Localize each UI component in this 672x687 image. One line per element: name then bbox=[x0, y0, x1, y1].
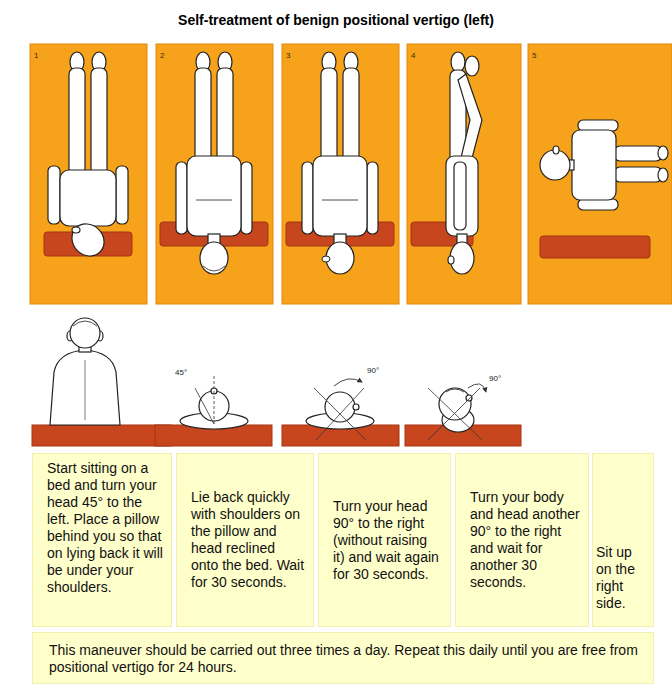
step-panel: 4 bbox=[407, 44, 521, 304]
angle-label: 90° bbox=[488, 374, 502, 383]
step-number: 5 bbox=[528, 49, 536, 60]
angle-label: 90° bbox=[366, 366, 380, 375]
instruction-text: This maneuver should be carried out thre… bbox=[49, 642, 641, 676]
angle-label: 45° bbox=[174, 368, 188, 377]
step-panel: 3 bbox=[282, 44, 399, 304]
page-title: Self-treatment of benign positional vert… bbox=[0, 12, 672, 29]
step-panel: 5 bbox=[528, 44, 672, 304]
instruction-text: Lie back quickly with shoulders on the p… bbox=[191, 489, 305, 591]
step-number: 4 bbox=[407, 49, 415, 60]
instruction-box: Turn your head 90° to the right (without… bbox=[318, 453, 451, 627]
step-panel: 1 bbox=[30, 44, 147, 304]
instruction-text: Turn your body and head another 90° to t… bbox=[470, 489, 580, 591]
instruction-box: Lie back quickly with shoulders on the p… bbox=[176, 453, 314, 627]
instruction-text: Turn your head 90° to the right (without… bbox=[333, 498, 442, 583]
instruction-box: Start sitting on a bed and turn your hea… bbox=[32, 453, 172, 627]
note-box: This maneuver should be carried out thre… bbox=[32, 632, 654, 684]
instruction-box: Turn your body and head another 90° to t… bbox=[455, 453, 589, 627]
step-number: 3 bbox=[282, 49, 290, 60]
instruction-text: Sit up on the right side. bbox=[596, 544, 651, 612]
instruction-text: Start sitting on a bed and turn your hea… bbox=[47, 460, 163, 596]
step-number: 1 bbox=[30, 49, 38, 60]
instruction-box: Sit up on the right side. bbox=[592, 453, 654, 627]
step-number: 2 bbox=[156, 49, 164, 60]
step-panel: 2 bbox=[156, 44, 273, 304]
